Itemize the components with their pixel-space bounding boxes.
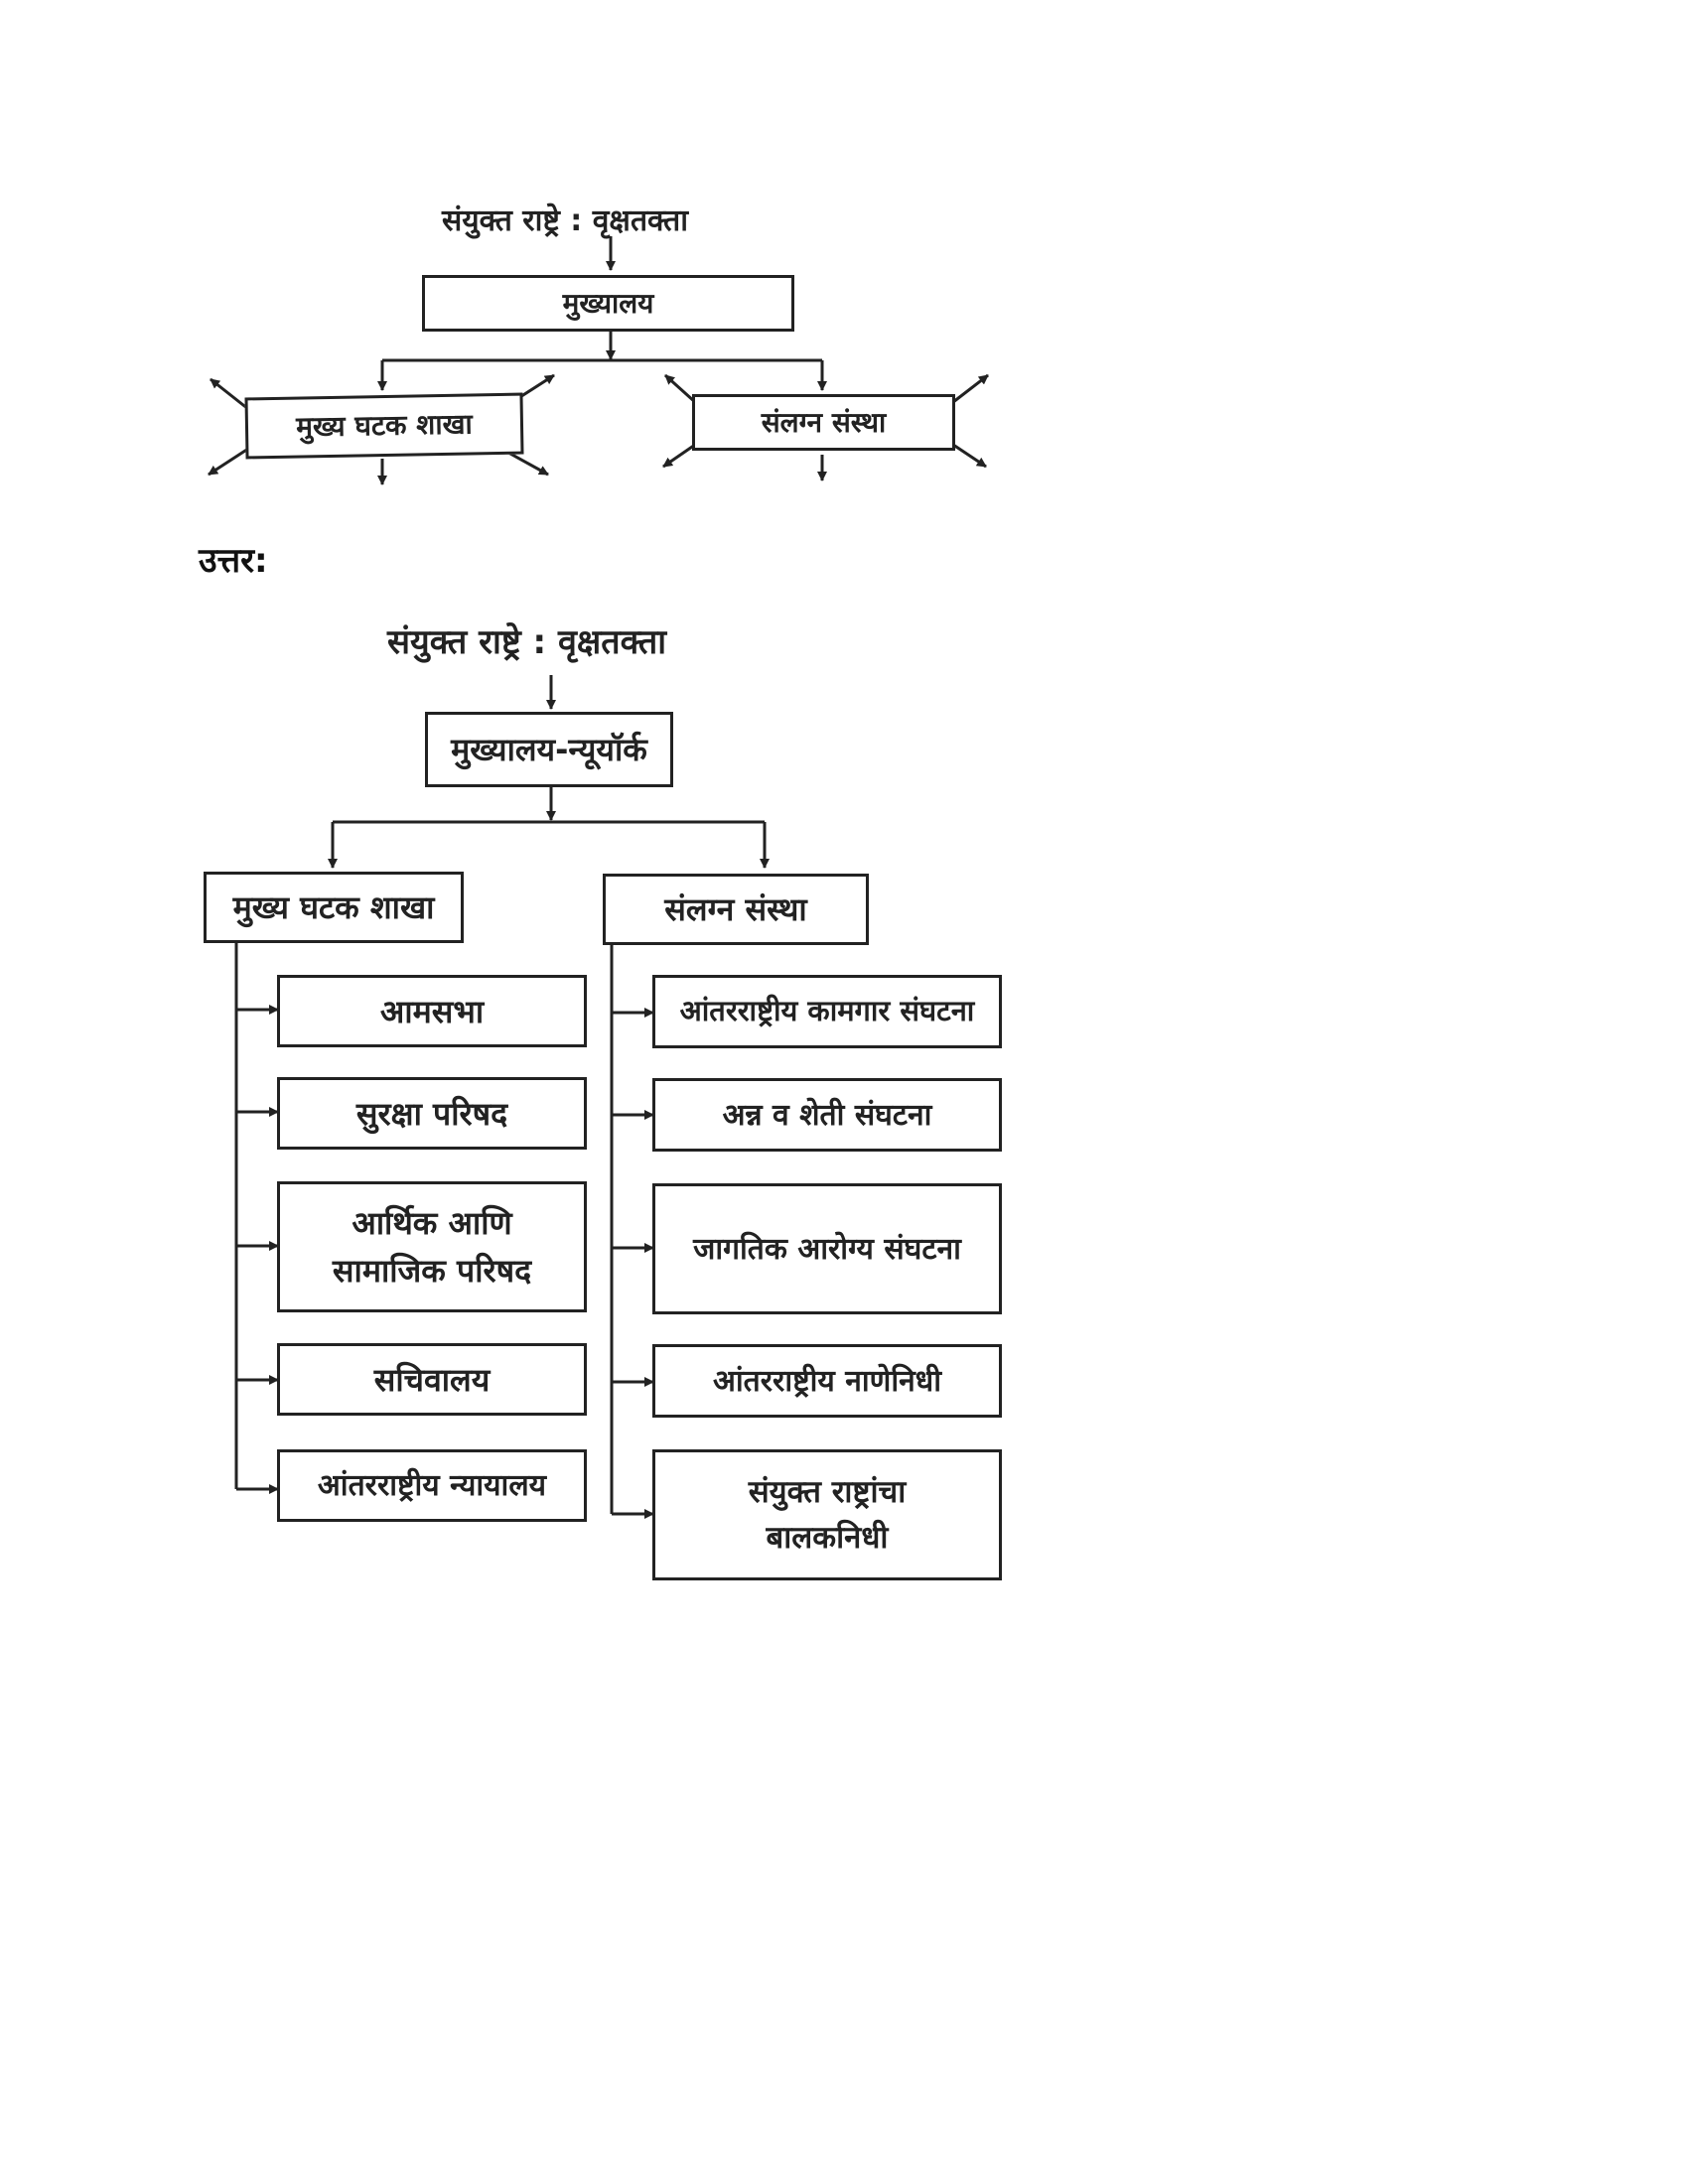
answer-right-branch-box: संलग्न संस्था bbox=[603, 874, 869, 945]
left-item-economic-social-council: आर्थिक आणि सामाजिक परिषद bbox=[277, 1181, 587, 1312]
right-item-childrens-fund: संयुक्त राष्ट्रांचा बालकनिधी bbox=[652, 1449, 1002, 1580]
answer-left-branch-box: मुख्य घटक शाखा bbox=[204, 872, 464, 943]
answer-headquarters-box: मुख्यालय-न्यूयॉर्क bbox=[425, 712, 673, 787]
left-item-security-council: सुरक्षा परिषद bbox=[277, 1077, 587, 1150]
left-item-general-assembly: आमसभा bbox=[277, 975, 587, 1047]
right-item-monetary-fund: आंतरराष्ट्रीय नाणेनिधी bbox=[652, 1344, 1002, 1418]
right-item-food-agriculture-organization: अन्न व शेती संघटना bbox=[652, 1078, 1002, 1152]
left-item-international-court: आंतरराष्ट्रीय न्यायालय bbox=[277, 1449, 587, 1522]
right-item-world-health-organization: जागतिक आरोग्य संघटना bbox=[652, 1183, 1002, 1314]
question-left-branch-box: मुख्य घटक शाखा bbox=[244, 392, 524, 460]
question-headquarters-box: मुख्यालय bbox=[422, 275, 794, 332]
right-item-labour-organization: आंतरराष्ट्रीय कामगार संघटना bbox=[652, 975, 1002, 1048]
left-item-secretariat: सचिवालय bbox=[277, 1343, 587, 1416]
answer-title: संयुक्त राष्ट्रे : वृक्षतक्ता bbox=[387, 622, 667, 662]
question-right-branch-box: संलग्न संस्था bbox=[692, 394, 955, 451]
question-title: संयुक्त राष्ट्रे : वृक्षतक्ता bbox=[442, 204, 688, 238]
answer-label: उत्तर: bbox=[199, 541, 268, 581]
